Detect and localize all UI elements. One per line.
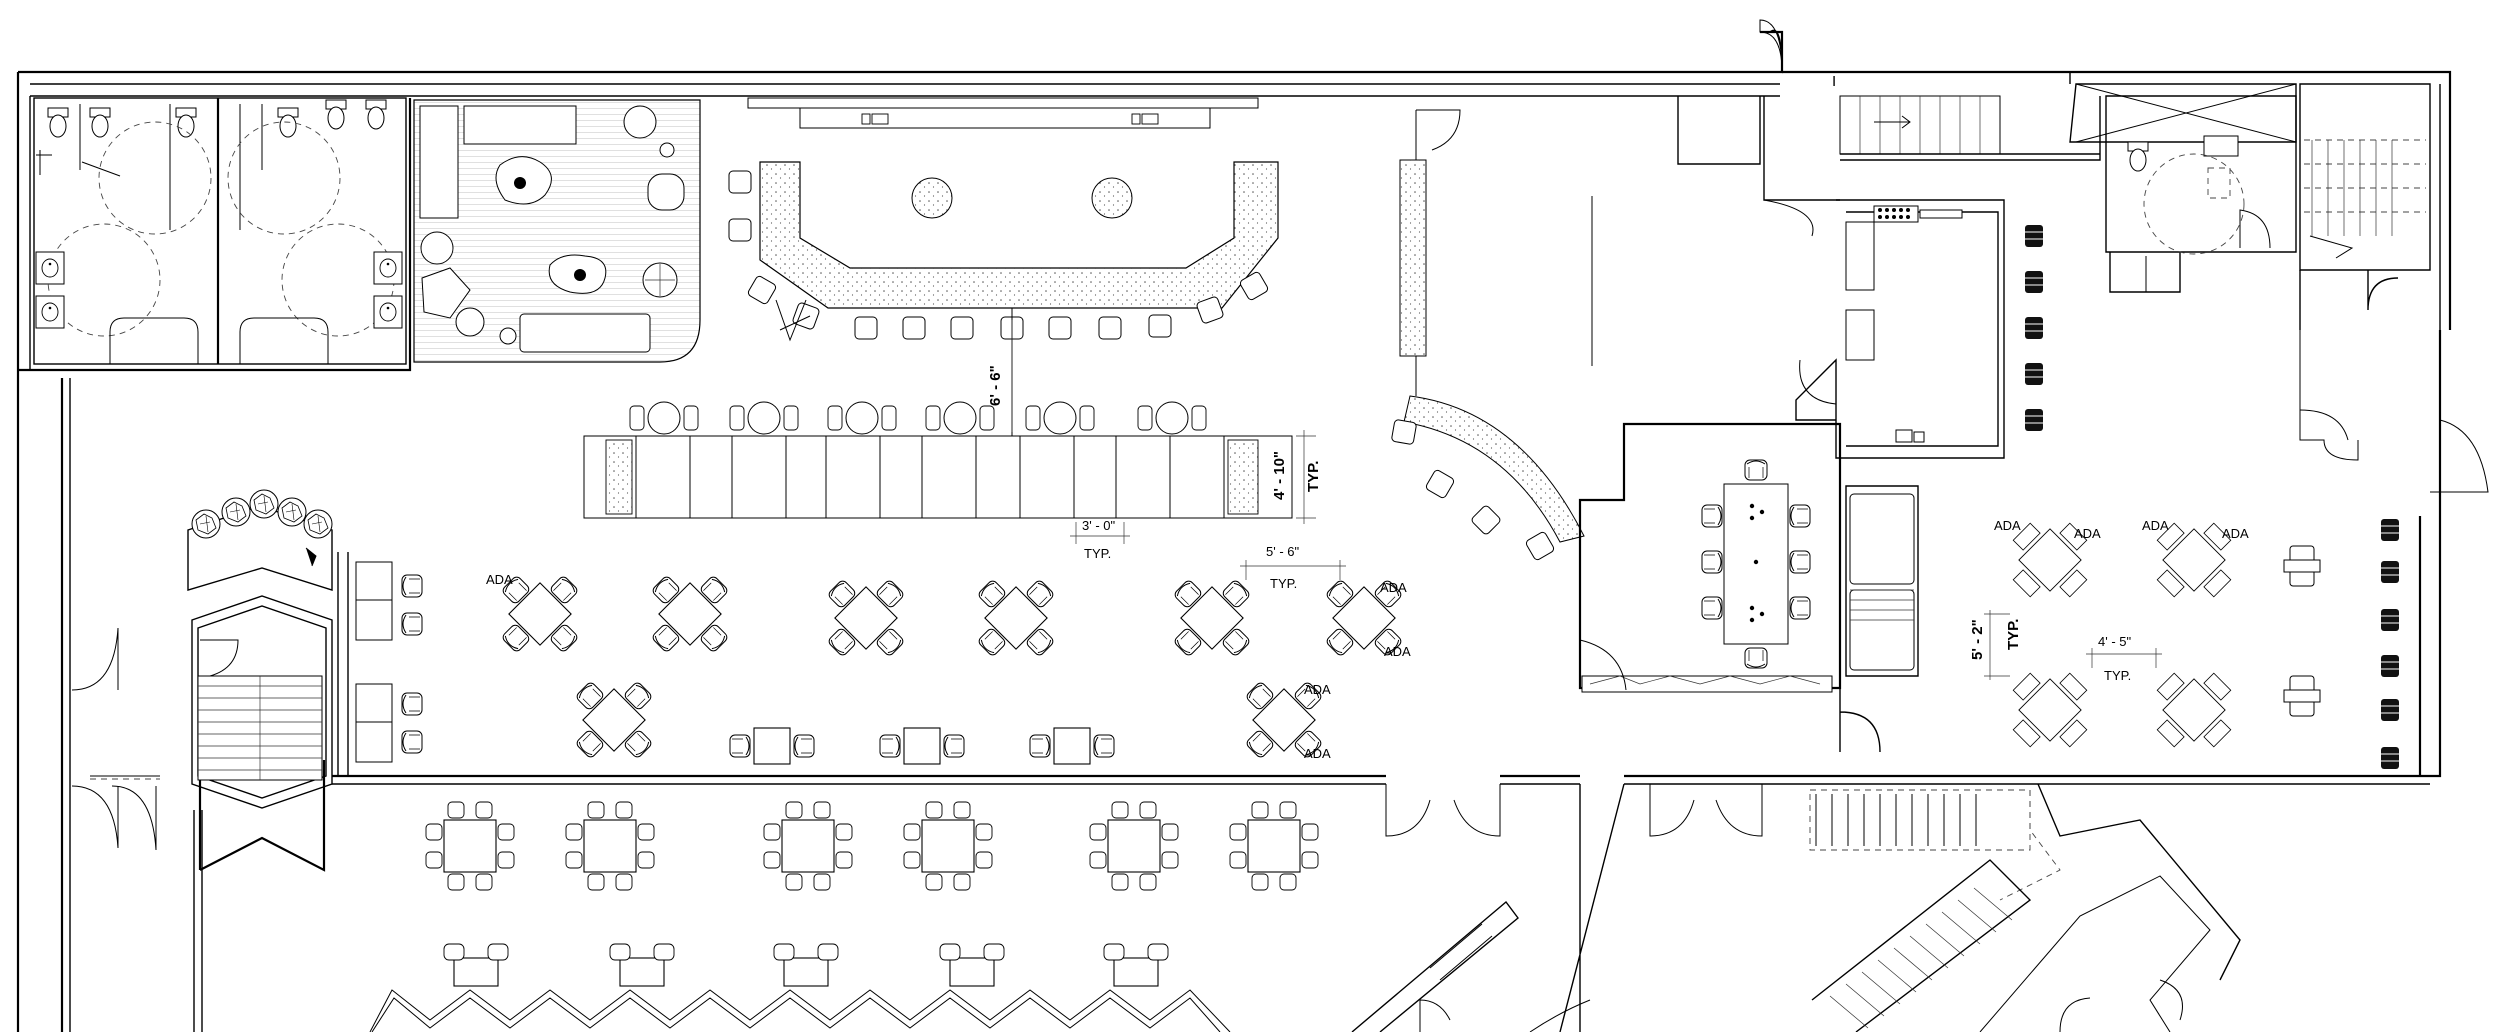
kitchen-line bbox=[1795, 199, 2044, 459]
ada-label: ADA bbox=[2222, 526, 2249, 541]
dimension-5-6: 5' - 6" bbox=[1266, 544, 1299, 559]
ada-labels: ADA ADA ADA ADA ADA ADA ADA ADA ADA bbox=[486, 518, 2249, 761]
dimension-4-10: 4' - 10" bbox=[1271, 451, 1288, 500]
west-stair bbox=[187, 489, 349, 1032]
ada-label: ADA bbox=[486, 572, 513, 587]
typ-label: TYP. bbox=[2005, 619, 2022, 650]
south-entry bbox=[1351, 783, 2241, 1032]
dimensions: 6' - 6" 4' - 10" TYP. 3' - 0" TYP. 5' - … bbox=[987, 73, 2162, 683]
dimension-4-5: 4' - 5" bbox=[2098, 634, 2131, 649]
ada-label: ADA bbox=[2074, 526, 2101, 541]
service-area bbox=[1677, 19, 2297, 237]
ada-label: ADA bbox=[1994, 518, 2021, 533]
dimension-5-2: 5' - 2" bbox=[1969, 619, 1986, 660]
ada-label: ADA bbox=[1380, 580, 1407, 595]
typ-label: TYP. bbox=[1270, 576, 1297, 591]
private-dining bbox=[1578, 422, 1919, 753]
patio bbox=[369, 801, 1319, 1032]
restrooms bbox=[33, 97, 407, 365]
high-top-counter bbox=[583, 401, 1293, 519]
curved-bar bbox=[1390, 109, 1593, 562]
right-dining bbox=[1992, 330, 2489, 776]
typ-label: TYP. bbox=[1305, 461, 1322, 492]
elevation-mark: I bbox=[1832, 73, 1836, 90]
banquettes bbox=[355, 561, 423, 763]
dining-south-wall bbox=[332, 330, 2442, 1032]
lounge bbox=[413, 99, 701, 363]
typ-label: TYP. bbox=[2104, 668, 2131, 683]
dimension-3-0: 3' - 0" bbox=[1082, 518, 1115, 533]
ada-label: ADA bbox=[1384, 644, 1411, 659]
ada-label: ADA bbox=[2142, 518, 2169, 533]
ada-label: ADA bbox=[1304, 746, 1331, 761]
main-bar bbox=[728, 97, 1279, 438]
dining-tables bbox=[501, 575, 1403, 764]
west-doors bbox=[71, 627, 160, 851]
right-restroom bbox=[2105, 83, 2431, 330]
dimension-6-6: 6' - 6" bbox=[987, 365, 1004, 406]
typ-label: TYP. bbox=[1084, 546, 1111, 561]
ada-label: ADA bbox=[1304, 682, 1331, 697]
